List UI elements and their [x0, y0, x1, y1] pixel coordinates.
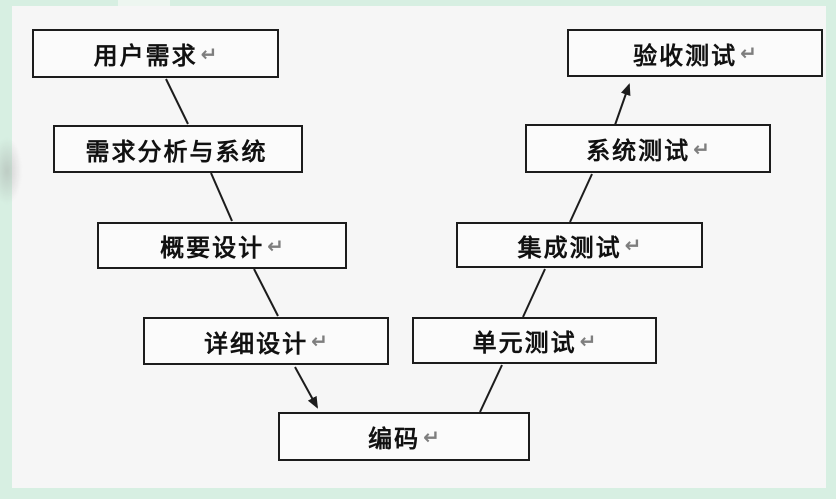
node-label: 概要设计 — [160, 234, 265, 262]
node-label: 详细设计 — [204, 329, 309, 358]
node-requirements-analysis-system: 需求分析与系统 — [53, 125, 303, 173]
node-detailed-design: 详细设计↵ — [143, 317, 389, 365]
paragraph-mark-icon: ↵ — [624, 233, 642, 257]
paragraph-mark-icon: ↵ — [579, 328, 597, 353]
connector-coding-to-unit-test — [479, 364, 503, 413]
node-coding: 编码↵ — [278, 412, 530, 461]
node-label: 编码 — [368, 425, 421, 453]
paragraph-mark-icon: ↵ — [311, 329, 328, 353]
node-label: 用户需求 — [93, 42, 198, 70]
paragraph-mark-icon: ↵ — [267, 233, 284, 258]
connector-integration-test-to-system-test — [569, 173, 593, 223]
node-label: 单元测试 — [472, 329, 577, 357]
node-system-test: 系统测试↵ — [525, 124, 771, 173]
connector-unit-test-to-integration-test — [522, 268, 546, 318]
node-label: 需求分析与系统 — [85, 137, 268, 166]
edge-smudge — [0, 138, 22, 204]
paragraph-mark-icon: ↵ — [200, 41, 218, 66]
connector-detailed-design-to-coding-arrow — [294, 366, 318, 409]
frame-light-patch — [118, 0, 170, 6]
node-label: 验收测试 — [633, 41, 738, 70]
node-unit-test: 单元测试↵ — [412, 317, 657, 364]
node-user-requirements: 用户需求↵ — [32, 29, 279, 78]
connector-requirements-analysis-to-preliminary-design — [210, 172, 233, 222]
node-preliminary-design: 概要设计↵ — [97, 222, 347, 269]
connector-system-test-to-acceptance-test-arrow — [614, 83, 631, 126]
node-acceptance-test: 验收测试↵ — [567, 29, 823, 77]
paragraph-mark-icon: ↵ — [693, 136, 710, 161]
connector-preliminary-design-to-detailed-design — [253, 268, 279, 317]
connector-user-requirements-to-requirements-analysis — [165, 78, 189, 125]
paragraph-mark-icon: ↵ — [423, 424, 440, 449]
node-label: 系统测试 — [586, 137, 691, 165]
paragraph-mark-icon: ↵ — [740, 41, 757, 65]
node-integration-test: 集成测试↵ — [456, 222, 703, 268]
node-label: 集成测试 — [517, 233, 622, 262]
